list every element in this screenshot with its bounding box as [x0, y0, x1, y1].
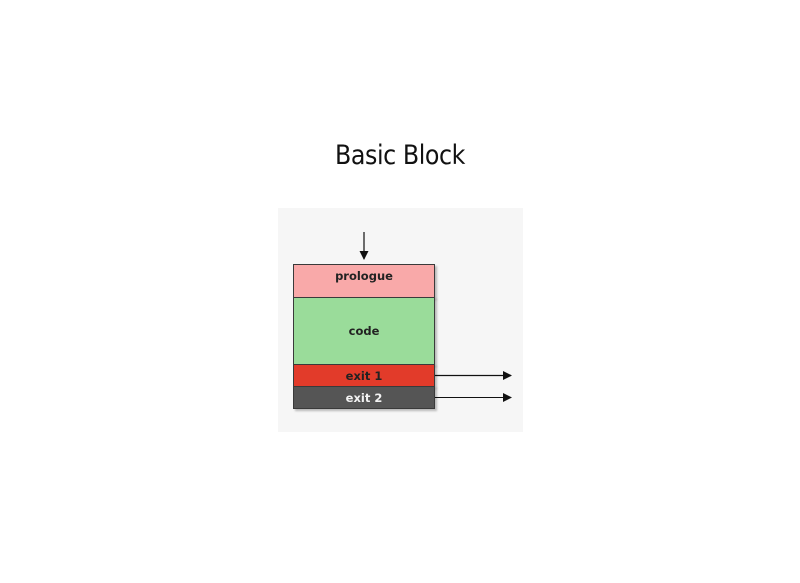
code-label: code	[348, 324, 380, 338]
exit-1-label: exit 1	[345, 368, 383, 383]
exit-2-label: exit 2	[345, 390, 383, 405]
code-block: code	[293, 297, 435, 365]
diagram-arrows	[359, 232, 512, 402]
prologue-label: prologue	[335, 269, 393, 283]
exit-2-block: exit 2	[293, 386, 435, 409]
exit-1-block: exit 1	[293, 364, 435, 387]
slide-title: Basic Block	[335, 140, 465, 171]
basic-block-diagram: prologue code exit 1 exit 2	[278, 208, 523, 432]
prologue-block: prologue	[293, 264, 435, 298]
